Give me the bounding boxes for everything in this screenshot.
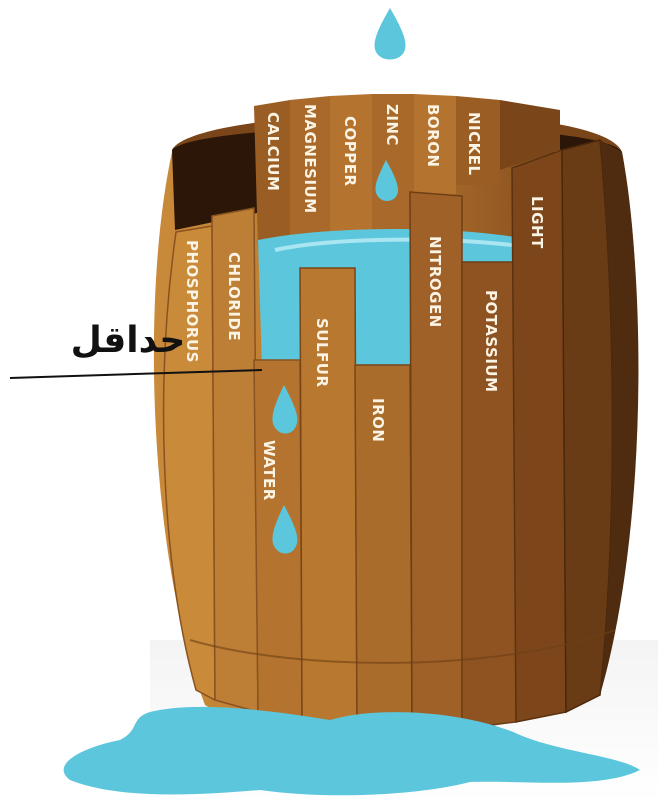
label-chloride: CHLORIDE [225,252,243,341]
stave-right-1 [562,140,612,712]
label-boron: BORON [424,104,442,168]
label-water: WATER [260,440,278,501]
label-potassium: POTASSIUM [482,290,500,393]
label-iron: IRON [369,398,387,442]
label-phosphorus: PHOSPHORUS [183,240,201,363]
label-light: LIGHT [528,196,546,249]
minimum-label: حداقل [71,320,186,361]
label-magnesium: MAGNESIUM [301,104,319,214]
label-sulfur: SULFUR [313,318,331,388]
label-copper: COPPER [341,116,359,187]
label-nickel: NICKEL [465,112,483,176]
falling-water-drop-icon [375,8,406,60]
label-calcium: CALCIUM [264,112,282,191]
label-nitrogen: NITROGEN [426,236,444,328]
label-zinc: ZINC [383,104,401,146]
